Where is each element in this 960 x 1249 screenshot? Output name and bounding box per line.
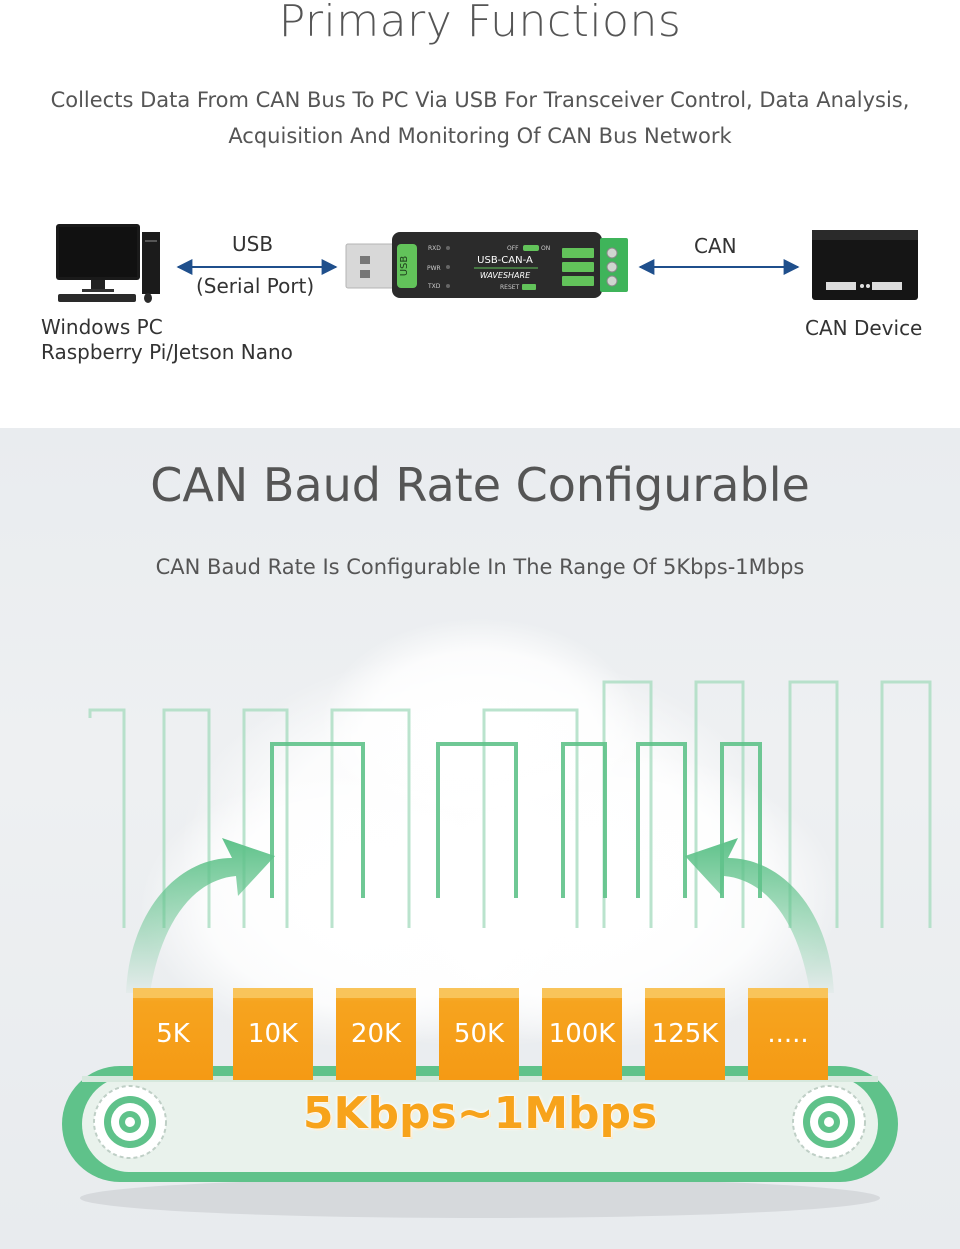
left-gear-icon (93, 1085, 167, 1159)
baud-rate-section: CAN Baud Rate Configurable CAN Baud Rate… (0, 428, 960, 1249)
primary-functions-section: Primary Functions Collects Data From CAN… (0, 0, 960, 428)
usb-can-adapter: USB RXD PWR TXD OFF ON USB-CAN-A WAVESHA… (345, 232, 628, 298)
square-wave-front (270, 742, 762, 898)
computer-icon (56, 224, 160, 303)
section-subtitle-baud: CAN Baud Rate Is Configurable In The Ran… (155, 555, 805, 579)
rate-block-20k: 20K (336, 988, 416, 1080)
baud-rate-illustration (62, 618, 932, 1218)
rate-block-more: ..... (748, 988, 828, 1080)
right-gear-icon (792, 1085, 866, 1159)
adapter-brand-text: WAVESHARE (480, 271, 531, 280)
rate-block-100k: 100K (542, 988, 622, 1080)
square-wave-back (88, 680, 932, 928)
rate-block-10k: 10K (233, 988, 313, 1080)
can-device-icon (812, 230, 918, 300)
adapter-txd-text: TXD (427, 283, 441, 290)
curved-arrow-left (126, 838, 275, 993)
cloud-background (140, 618, 840, 1048)
usb-label: USB (232, 232, 274, 256)
usb-sublabel: (Serial Port) (196, 274, 315, 298)
adapter-on-text: ON (541, 245, 550, 252)
adapter-rxd-text: RXD (428, 245, 441, 252)
description-line-2: Acquisition And Monitoring Of CAN Bus Ne… (228, 124, 732, 148)
adapter-pwr-text: PWR (427, 265, 441, 272)
section-title-baud: CAN Baud Rate Configurable (150, 458, 810, 512)
adapter-name-text: USB-CAN-A (477, 255, 533, 266)
description-line-1: Collects Data From CAN Bus To PC Via USB… (50, 88, 910, 112)
pc-label-line2: Raspberry Pi/Jetson Nano (41, 340, 293, 364)
curved-arrow-right (685, 838, 834, 993)
section-title: Primary Functions (278, 0, 682, 47)
rate-block-50k: 50K (439, 988, 519, 1080)
rate-block-125k: 125K (645, 988, 725, 1080)
can-label: CAN (694, 234, 737, 258)
connection-diagram: USB RXD PWR TXD OFF ON USB-CAN-A WAVESHA… (56, 224, 918, 303)
can-device-label: CAN Device (805, 316, 923, 340)
rate-block-5k: 5K (133, 988, 213, 1080)
adapter-usb-text: USB (399, 256, 410, 277)
pc-label-line1: Windows PC (41, 315, 163, 339)
baud-range-label: 5Kbps~1Mbps (302, 1088, 658, 1139)
adapter-off-text: OFF (507, 245, 519, 252)
adapter-reset-text: RESET (500, 284, 520, 291)
